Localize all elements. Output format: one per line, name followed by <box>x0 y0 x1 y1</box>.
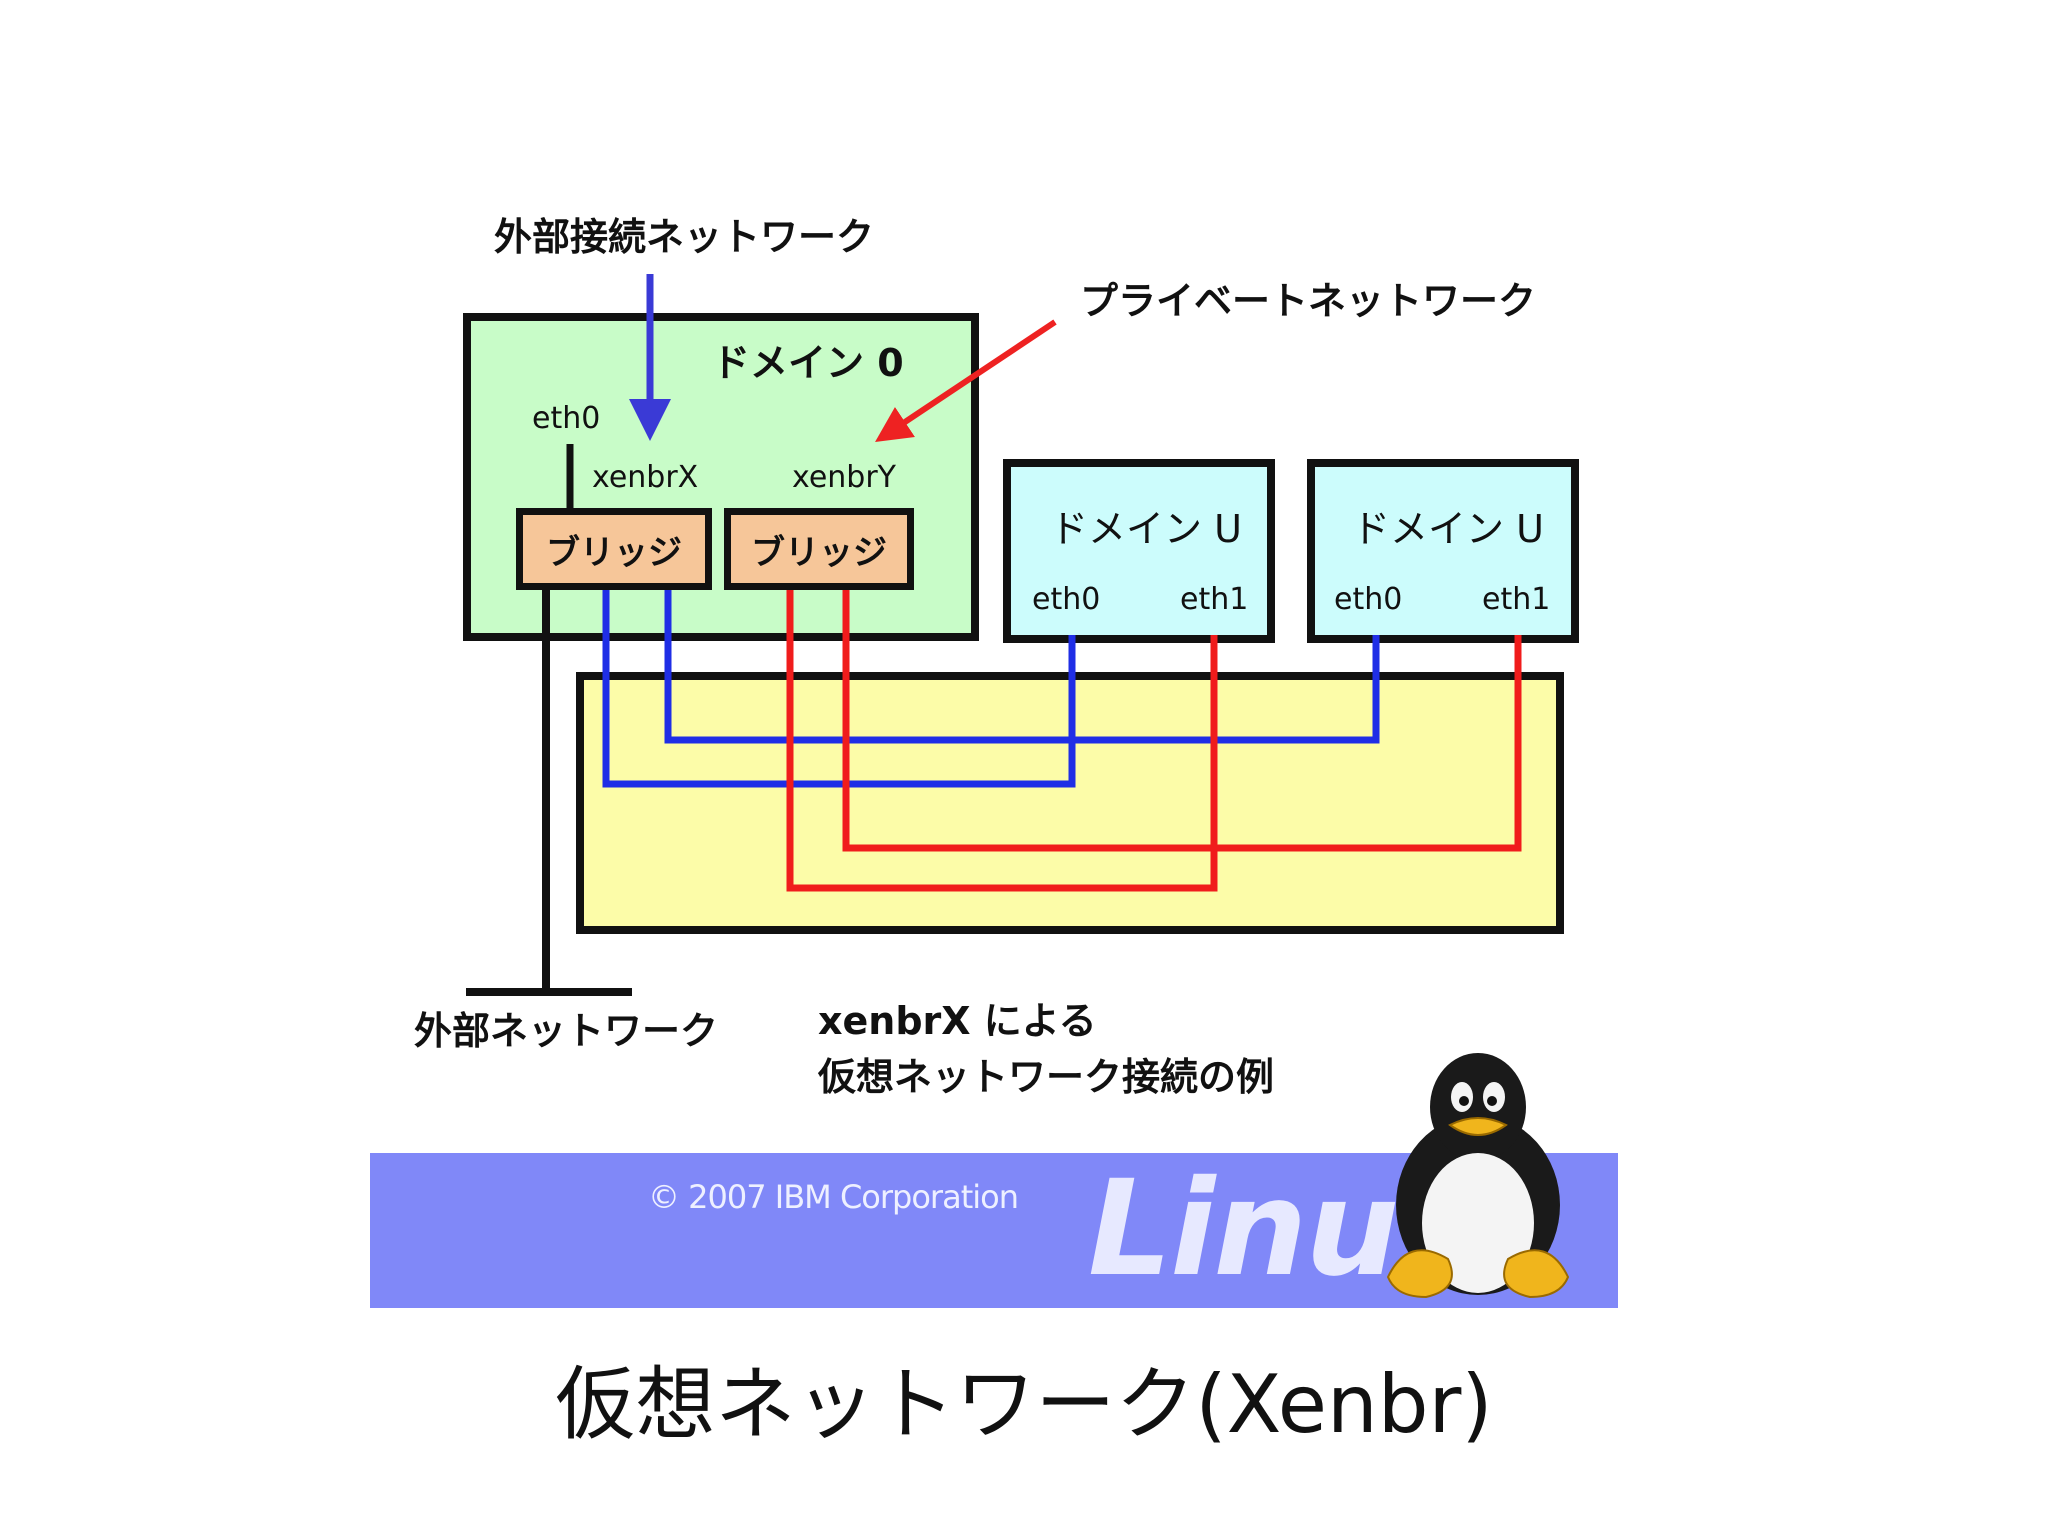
red-wire-2 <box>842 590 1522 852</box>
domain-u-1-eth1: eth1 <box>1180 582 1249 617</box>
caption-line1: xenbrX による <box>818 999 1097 1043</box>
bridge-y-box: ブリッジ <box>724 508 914 590</box>
private-network-label: プライベートネットワーク <box>1080 279 1537 323</box>
caption-line2: 仮想ネットワーク接続の例 <box>818 1055 1275 1099</box>
domain0-eth0-label: eth0 <box>532 401 601 436</box>
blue-wire-2 <box>664 590 1380 744</box>
domain-u-1-title: ドメイン U <box>1050 507 1242 551</box>
red-wire-1 <box>786 590 1218 892</box>
domain-u-2-box <box>1307 459 1579 643</box>
slide-title: 仮想ネットワーク(Xenbr) <box>555 1358 1493 1451</box>
domain-u-1-box <box>1003 459 1275 643</box>
domain-u-2-title: ドメイン U <box>1352 507 1544 551</box>
external-network-label: 外部ネットワーク <box>414 1009 719 1053</box>
domain-u-2-eth1: eth1 <box>1482 582 1551 617</box>
private-network-arrow <box>875 319 1057 442</box>
bridge-y-name: xenbrY <box>792 460 897 495</box>
bridge-x-box: ブリッジ <box>516 508 712 590</box>
domain-u-2-eth0: eth0 <box>1334 582 1403 617</box>
copyright-text: © 2007 IBM Corporation <box>648 1178 1019 1216</box>
domain0-title: ドメイン 0 <box>712 341 904 385</box>
penguin-icon <box>1386 1053 1570 1299</box>
bridge-x-name: xenbrX <box>592 460 699 495</box>
bridge-y-label: ブリッジ <box>751 532 887 573</box>
domain-u-1-eth0: eth0 <box>1032 582 1101 617</box>
external-connection-label: 外部接続ネットワーク <box>494 215 875 259</box>
bridge-x-label: ブリッジ <box>546 532 682 573</box>
blue-wire-1 <box>602 590 1076 788</box>
